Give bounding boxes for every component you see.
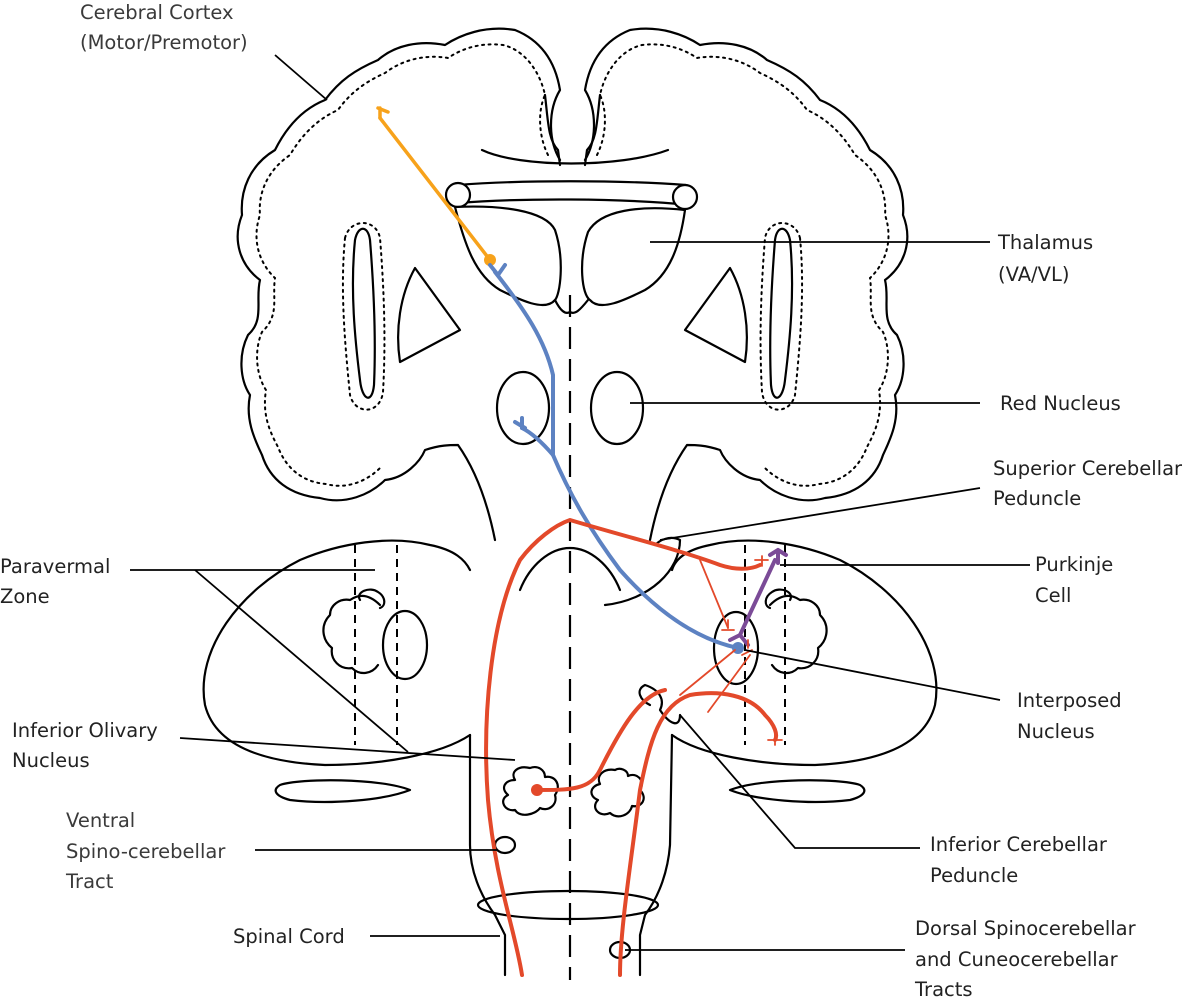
label-red-nucleus: Red Nucleus [1000,392,1121,415]
leader-inferior-peduncle [679,714,920,849]
corticothalamic-pathway [378,116,492,262]
left-lateral-sulcus [351,227,376,399]
right-olivary-nucleus [590,767,645,818]
label-cerebral-cortex: Cerebral Cortex (Motor/Premotor) [80,1,248,54]
left-cerebellar-hemisphere [202,539,472,767]
collateral-2 [679,649,736,696]
interhemispheric-fissure-left [543,93,562,167]
leader-paravermal-2 [194,569,409,753]
right-hemisphere-cortex [596,43,890,487]
label-thalamus: Thalamus (VA/VL) [997,231,1099,286]
ventral-tract-marker [493,835,517,855]
leader-superior-peduncle [659,487,981,541]
corticothalamic-terminal [376,106,390,120]
right-lateral-sulcus-dots [759,222,804,411]
right-dentate-nucleus [768,594,828,675]
inferior-cerebellar-peduncle [638,683,682,725]
left-dentate-nucleus [322,594,382,675]
right-dentate-wave [764,588,793,610]
third-ventricle-notch [553,298,590,314]
cerebrum [236,27,909,542]
right-red-nucleus [589,370,645,446]
purkinje-terminal [728,633,750,647]
blue-terminal-thalamus [488,263,507,277]
corpus-callosum-arc [480,148,670,165]
spinal-cord-collar [476,889,660,921]
brainstem-right-wall [638,733,674,977]
label-inferior-peduncle: Inferior Cerebellar Peduncle [930,833,1113,887]
leader-lines [130,54,1030,951]
right-lateral-sulcus [769,227,794,399]
thalamus-neuron-body [484,254,496,266]
collateral-terminal-1 [721,619,735,631]
brainstem [274,733,866,977]
label-interposed-nucleus: Interposed Nucleus [1017,689,1128,743]
leader-cerebral-cortex [274,54,328,101]
left-pontine-flap [274,779,412,804]
left-lentiform-nucleus [397,266,462,364]
label-dorsal-tracts: Dorsal Spinocerebellar and Cuneocerebell… [914,917,1142,999]
left-caudate [444,181,472,209]
dorsal-spinocerebellar-pathway [618,691,779,977]
label-paravermal-zone: Paravermal Zone [0,555,117,608]
left-hemisphere-outline [236,27,562,542]
leader-inferior-olivary [179,737,516,761]
fornix [456,180,692,207]
label-purkinje-cell: Purkinje Cell [1035,553,1119,607]
ventral-spinocerebellar-pathway [484,518,762,977]
collateral-3 [707,654,751,713]
right-cerebellar-hemisphere [670,539,938,767]
interposed-efferent-pathway [493,270,740,650]
collateral-1 [699,559,729,629]
left-dentate-wave [357,588,386,610]
left-hemisphere-cortex [255,43,549,487]
right-lentiform-nucleus [683,266,748,364]
olivary-neuron-body [531,784,543,796]
brainstem-left-wall [468,733,507,977]
label-spinal-cord: Spinal Cord [233,925,345,948]
leader-interposed [744,649,1001,701]
label-ventral-tract: Ventral Spino-cerebellar Tract [65,809,232,893]
olivocerebellar-pathway [535,688,667,792]
red-terminal-dorsal [767,734,783,746]
left-lateral-sulcus-dots [341,222,386,411]
label-inferior-olivary: Inferior Olivary Nucleus [12,719,164,772]
right-hemisphere-outline [583,27,909,542]
interhemispheric-fissure-right [583,93,602,167]
fourth-ventricle [518,546,622,592]
left-olivary-nucleus [502,766,559,816]
blue-terminal-red-nucleus [513,416,527,430]
purkinje-dendrite [768,548,788,565]
purkinje-axon [738,558,777,637]
red-terminal-purkinje [754,555,769,567]
label-superior-peduncle: Superior Cerebellar Peduncle [993,457,1188,510]
interposed-neuron-body [732,642,744,654]
right-caudate [671,183,699,211]
left-interposed-nucleus [381,609,429,681]
right-thalamus [580,207,687,307]
right-pontine-flap [728,779,866,804]
pathways [376,106,788,977]
left-red-nucleus [495,370,551,446]
